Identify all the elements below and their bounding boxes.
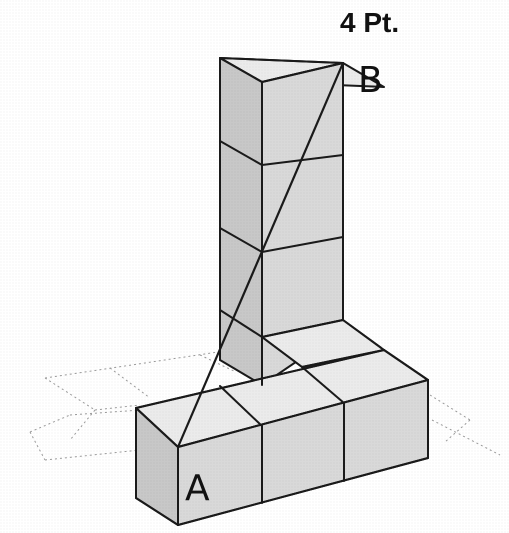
points-label: 4 Pt.: [340, 7, 399, 38]
vertex-a-label: A: [185, 468, 210, 509]
vertex-b-label: B: [358, 60, 383, 101]
